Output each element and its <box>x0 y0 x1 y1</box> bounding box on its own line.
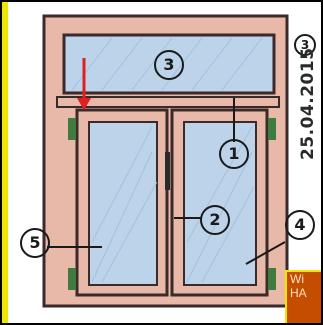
label-4: 4 <box>289 214 311 236</box>
label-5: 5 <box>24 232 46 254</box>
hinge-top-right <box>268 118 276 140</box>
label-3: 3 <box>158 54 180 76</box>
brand-badge[interactable]: Wi HA <box>285 270 323 325</box>
hinge-bottom-right <box>268 268 276 290</box>
sketch-date: 25.04.2015 <box>298 47 318 160</box>
left-sash-glass <box>89 122 157 285</box>
label-1: 1 <box>223 143 245 165</box>
window-handle <box>165 152 170 190</box>
badge-line-1: Wi <box>287 272 323 286</box>
hinge-top-left <box>68 118 76 140</box>
badge-line-2: HA <box>287 286 323 300</box>
hinge-bottom-left <box>68 268 76 290</box>
label-2: 2 <box>204 209 226 231</box>
